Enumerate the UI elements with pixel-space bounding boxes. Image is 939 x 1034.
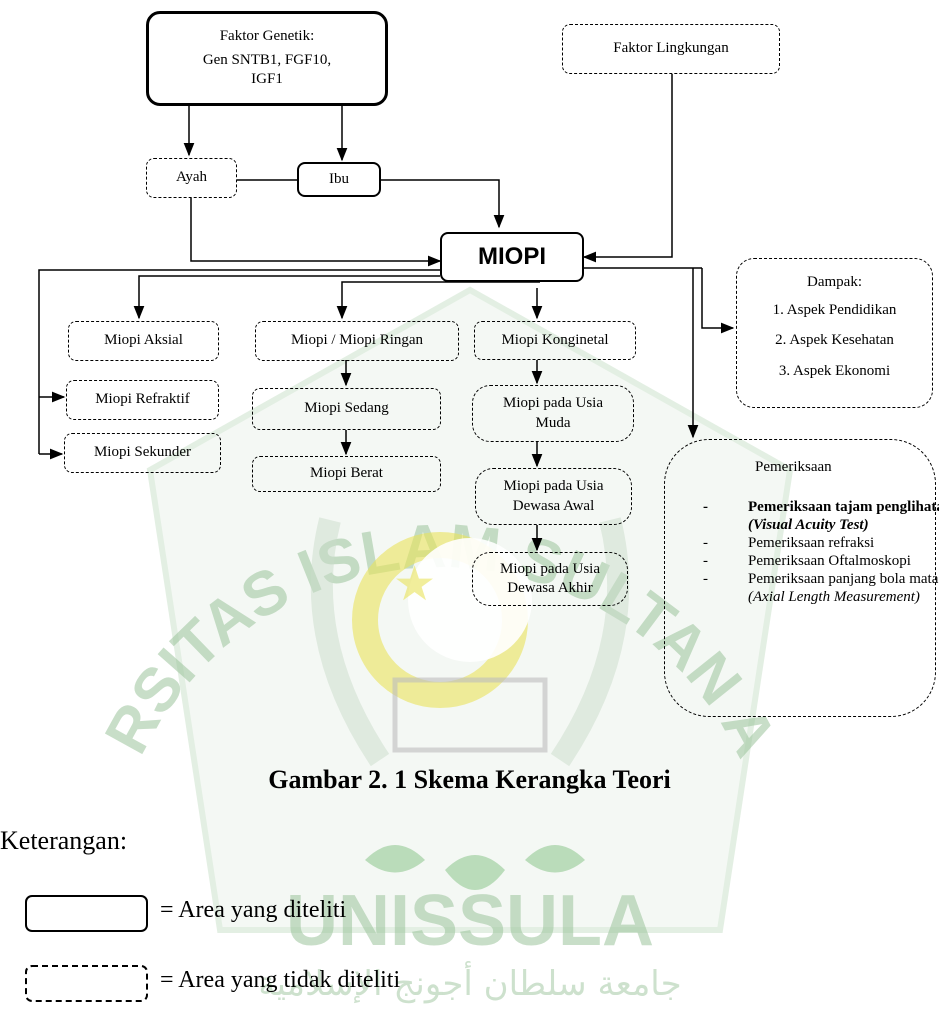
aksial-label: Miopi Aksial xyxy=(104,332,183,349)
ibu-label: Ibu xyxy=(329,170,349,187)
arrow-to-dampak xyxy=(701,268,735,334)
node-miopi-berat: Miopi Berat xyxy=(252,456,441,492)
ringan-label: Miopi / Miopi Ringan xyxy=(290,332,424,349)
refraktif-label: Miopi Refraktif xyxy=(95,391,190,408)
pemeriksaan-item: Pemeriksaan panjang bola mata (Axial Len… xyxy=(703,570,939,606)
dewasa-akhir-line2: Dewasa Akhir xyxy=(507,580,593,596)
legend-title: Keterangan: xyxy=(0,826,128,855)
pemeriksaan-item-italic: (Visual Acuity Test) xyxy=(748,517,869,533)
genetik-genes-line1: Gen SNTB1, FGF10, xyxy=(202,51,332,68)
node-dampak: Dampak: 1. Aspek Pendidikan 2. Aspek Kes… xyxy=(736,258,933,408)
pemeriksaan-item: Pemeriksaan Oftalmoskopi xyxy=(703,552,939,570)
figure-caption: Gambar 2. 1 Skema Kerangka Teori xyxy=(268,765,671,794)
legend-dashed-label: = Area yang tidak diteliti xyxy=(160,967,401,993)
node-miopi-dewasa-awal: Miopi pada Usia Dewasa Awal xyxy=(475,468,632,525)
node-miopi: MIOPI xyxy=(440,232,584,282)
arrow-ayah-miopi xyxy=(190,198,442,267)
arrow-to-aksial xyxy=(133,275,440,320)
node-ayah: Ayah xyxy=(146,158,237,198)
node-miopi-konginetal: Miopi Konginetal xyxy=(474,321,636,360)
node-pemeriksaan: Pemeriksaan Pemeriksaan tajam penglihata… xyxy=(664,439,939,717)
pemeriksaan-item-text: Pemeriksaan Oftalmoskopi xyxy=(748,553,911,569)
arrow-ibu-miopi xyxy=(380,179,505,229)
node-miopi-ringan: Miopi / Miopi Ringan xyxy=(255,321,459,361)
node-ibu: Ibu xyxy=(297,162,381,197)
sekunder-label: Miopi Sekunder xyxy=(93,444,192,461)
arrow-to-ringan xyxy=(336,281,540,320)
arrow-lingkungan-miopi xyxy=(582,74,673,263)
dewasa-awal-line1: Miopi pada Usia xyxy=(503,478,604,494)
ayah-label: Ayah xyxy=(175,169,208,186)
node-faktor-genetik: Faktor Genetik: Gen SNTB1, FGF10, IGF1 xyxy=(146,11,388,106)
sedang-label: Miopi Sedang xyxy=(304,400,389,417)
dampak-title: Dampak: xyxy=(807,274,862,290)
node-miopi-refraktif: Miopi Refraktif xyxy=(66,380,219,420)
dampak-item: 3. Aspek Ekonomi xyxy=(778,362,891,379)
pemeriksaan-list: Pemeriksaan tajam penglihatan (Visual Ac… xyxy=(703,498,939,606)
pemeriksaan-item-text: Pemeriksaan tajam penglihatan xyxy=(748,499,939,515)
node-miopi-dewasa-akhir: Miopi pada Usia Dewasa Akhir xyxy=(472,552,628,606)
node-miopi-aksial: Miopi Aksial xyxy=(68,321,219,361)
pemeriksaan-item: Pemeriksaan refraksi xyxy=(703,534,939,552)
dewasa-awal-line2: Dewasa Awal xyxy=(512,497,595,514)
berat-label: Miopi Berat xyxy=(310,465,383,482)
dewasa-akhir-line1: Miopi pada Usia xyxy=(500,560,600,577)
usia-muda-line2: Muda xyxy=(535,414,571,431)
node-miopi-sekunder: Miopi Sekunder xyxy=(64,433,221,473)
legend-dashed-sample xyxy=(25,965,148,1002)
konginetal-label: Miopi Konginetal xyxy=(501,331,609,348)
dampak-item: 2. Aspek Kesehatan xyxy=(775,332,894,348)
pemeriksaan-title: Pemeriksaan xyxy=(755,459,832,475)
legend-solid-label: = Area yang diteliti xyxy=(160,897,347,923)
pemeriksaan-item-text: Pemeriksaan panjang bola mata xyxy=(748,571,939,587)
dampak-item: 1. Aspek Pendidikan xyxy=(772,301,897,318)
usia-muda-line1: Miopi pada Usia xyxy=(503,395,603,411)
node-faktor-lingkungan: Faktor Lingkungan xyxy=(562,24,780,74)
pemeriksaan-item: Pemeriksaan tajam penglihatan (Visual Ac… xyxy=(703,498,939,534)
miopi-label: MIOPI xyxy=(477,243,546,271)
genetik-title: Faktor Genetik: xyxy=(219,28,315,45)
node-miopi-sedang: Miopi Sedang xyxy=(252,388,441,430)
line-miopi-left xyxy=(38,269,440,454)
legend-solid-sample xyxy=(25,895,148,932)
pemeriksaan-item-text: Pemeriksaan refraksi xyxy=(748,535,875,551)
pemeriksaan-item-italic: (Axial Length Measurement) xyxy=(748,589,920,605)
genetik-genes-line2: IGF1 xyxy=(251,71,283,88)
node-miopi-usia-muda: Miopi pada Usia Muda xyxy=(472,385,634,442)
lingkungan-label: Faktor Lingkungan xyxy=(613,40,729,57)
